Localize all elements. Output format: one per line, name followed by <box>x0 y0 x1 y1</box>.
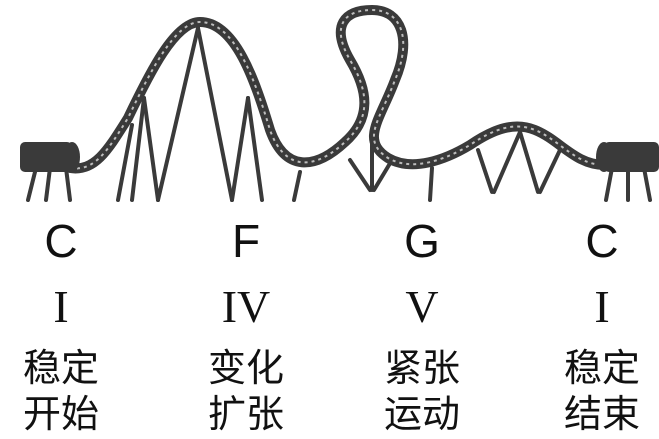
stage-desc-1-line1: 稳定 <box>6 346 116 392</box>
stage-desc-4-line2: 结束 <box>547 392 657 438</box>
roman-numeral-4: I <box>547 284 657 330</box>
stage-desc-2-line2: 扩张 <box>191 392 301 438</box>
roman-numeral-1: I <box>6 284 116 330</box>
left-cart <box>20 142 80 172</box>
stage-desc-1-line2: 开始 <box>6 392 116 438</box>
stage-desc-3-line1: 紧张 <box>367 346 477 392</box>
chord-label-4: C <box>547 218 657 264</box>
stage-desc-3-line2: 运动 <box>367 392 477 438</box>
chord-label-1: C <box>6 218 116 264</box>
chord-label-2: F <box>191 218 301 264</box>
roman-numeral-3: V <box>367 284 477 330</box>
right-cart <box>596 142 659 172</box>
stage-desc-4-line1: 稳定 <box>547 346 657 392</box>
coaster-supports <box>28 28 650 200</box>
chord-label-3: G <box>367 218 477 264</box>
roller-coaster-illustration <box>0 0 659 205</box>
stage-desc-2-line1: 变化 <box>191 346 301 392</box>
roman-numeral-2: IV <box>191 284 301 330</box>
